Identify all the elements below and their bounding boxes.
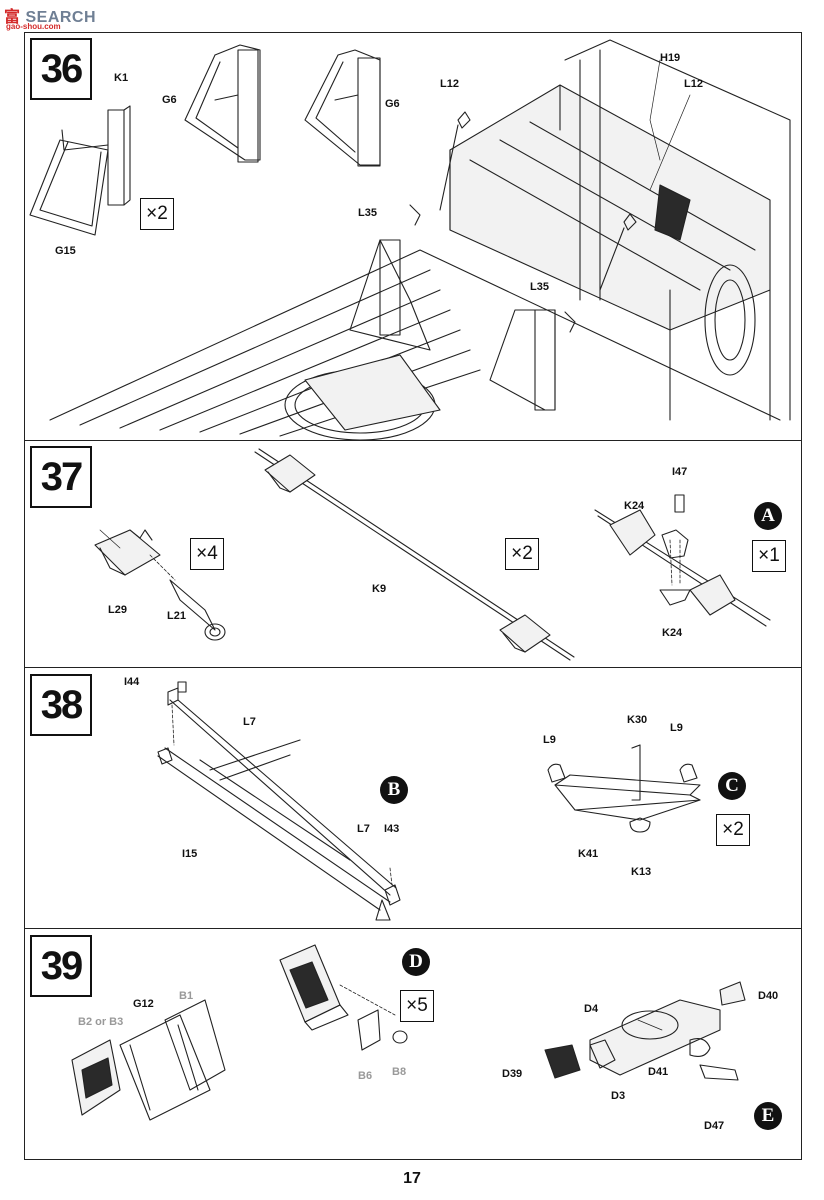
part-label: L12 [440, 78, 459, 90]
quantity-box-k24: ×1 [752, 540, 786, 572]
part-label: K9 [372, 583, 387, 595]
divider-36-37 [24, 440, 802, 441]
part-label: K41 [578, 848, 599, 860]
part-label: D4 [584, 1003, 599, 1015]
part-label: L7 [357, 823, 370, 835]
part-label: K13 [631, 866, 652, 878]
part-k9-axle [254, 448, 575, 661]
divider-37-38 [24, 667, 802, 668]
callout-b: B [380, 776, 408, 804]
callout-d: D [402, 948, 430, 976]
quantity-box-k41: ×2 [716, 814, 750, 846]
part-label: I47 [672, 466, 688, 478]
part-label: G6 [385, 98, 400, 110]
watermark-subtext: gao-shou.com [6, 22, 61, 31]
part-label: K24 [662, 627, 683, 639]
part-k24-assembly [594, 494, 771, 627]
part-label: G12 [133, 998, 154, 1010]
part-label: L9 [670, 722, 683, 734]
part-label: L21 [167, 610, 186, 622]
part-k41-assembly [547, 744, 701, 833]
part-label: I43 [384, 823, 400, 835]
part-label: K1 [114, 72, 129, 84]
part-label: I15 [182, 848, 198, 860]
part-label: L35 [530, 281, 549, 293]
callout-e: E [754, 1102, 782, 1130]
part-label: D47 [704, 1120, 725, 1132]
callout-c: C [718, 772, 746, 800]
part-g15-frame [29, 105, 131, 236]
truck-bed-assembly [49, 39, 791, 441]
part-l29-l21 [94, 529, 226, 641]
part-label: L35 [358, 207, 377, 219]
part-label: B8 [392, 1066, 407, 1078]
divider-38-39 [24, 928, 802, 929]
part-d3-d4-assembly [544, 981, 746, 1081]
part-label: B6 [358, 1070, 373, 1082]
part-label: L7 [243, 716, 256, 728]
part-label: L29 [108, 604, 127, 616]
part-jerrycan-d [279, 944, 408, 1051]
part-i15-l7-frame [157, 681, 401, 921]
page-frame [24, 32, 802, 1160]
quantity-box-l29: ×4 [190, 538, 224, 570]
part-label: D40 [758, 990, 779, 1002]
part-g6-frame-b [304, 49, 381, 167]
watermark: 富 SEARCH [4, 9, 97, 26]
part-label: K30 [627, 714, 648, 726]
part-label: H19 [660, 52, 681, 64]
step-number-36: 36 [30, 38, 92, 100]
part-label: D3 [611, 1090, 626, 1102]
part-label: K24 [624, 500, 645, 512]
step-number-38: 38 [30, 674, 92, 736]
part-label: L9 [543, 734, 556, 746]
quantity-box-k9: ×2 [505, 538, 539, 570]
part-label: L12 [684, 78, 703, 90]
part-label: D41 [648, 1066, 669, 1078]
quantity-box-step36: ×2 [140, 198, 174, 230]
callout-a: A [754, 502, 782, 530]
part-label: B1 [179, 990, 194, 1002]
part-label: I44 [124, 676, 140, 688]
part-d-jerrycan-rack [71, 999, 226, 1121]
step-number-39: 39 [30, 935, 92, 997]
part-label: D39 [502, 1068, 523, 1080]
part-g6-frame-a [184, 44, 261, 163]
step-number-37: 37 [30, 446, 92, 508]
quantity-box-jerrycan: ×5 [400, 990, 434, 1022]
page-number: 17 [403, 1170, 421, 1187]
part-label: G6 [162, 94, 177, 106]
part-label: G15 [55, 245, 76, 257]
part-label: B2 or B3 [78, 1016, 124, 1028]
